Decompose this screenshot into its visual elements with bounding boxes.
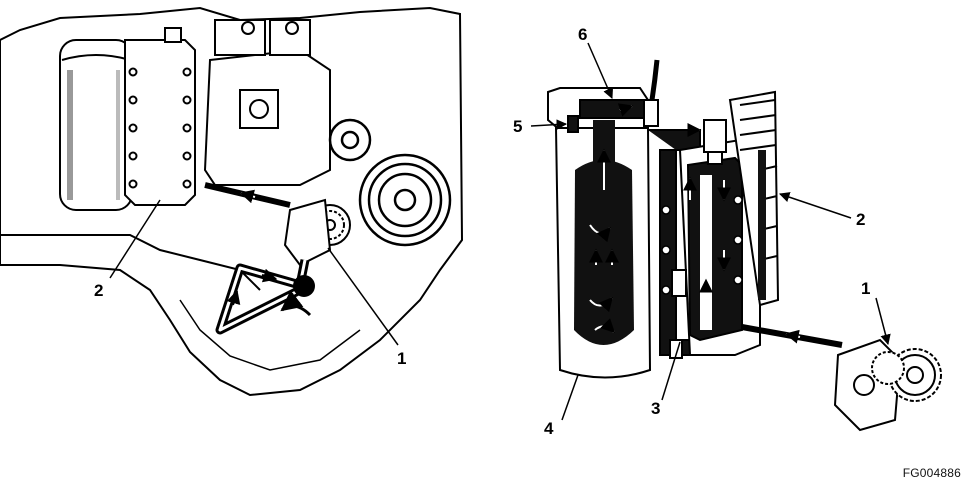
oil-filter-left xyxy=(59,39,133,211)
filter-top-fitting xyxy=(643,59,660,127)
cooler-fins xyxy=(728,90,780,307)
callout-1-right: 1 xyxy=(861,279,870,298)
oil-flow-cooler xyxy=(617,103,731,300)
oil-flow-left xyxy=(204,182,315,335)
filter-canister-right xyxy=(554,120,652,379)
oil-flow-to-pump xyxy=(741,324,843,348)
callout-5: 5 xyxy=(513,117,522,136)
callout-2-left: 2 xyxy=(94,281,103,300)
oil-pump-gear-left xyxy=(283,198,351,267)
oil-pump-right xyxy=(833,338,942,432)
callout-3: 3 xyxy=(651,399,660,418)
filter-cooler-right-view: 6 5 2 1 4 3 xyxy=(513,25,942,438)
pump-housing xyxy=(203,19,331,186)
callout-6: 6 xyxy=(578,25,587,44)
crank-pulley xyxy=(328,118,452,247)
figure-id: FG004886 xyxy=(902,466,961,480)
bypass-valve xyxy=(567,115,579,133)
callout-1-left: 1 xyxy=(397,349,406,368)
callout-4: 4 xyxy=(544,419,554,438)
leader-lines-right xyxy=(530,42,891,421)
oil-cooler-right xyxy=(661,119,761,359)
oil-cooler-cover-left xyxy=(124,27,196,206)
leader-lines-left xyxy=(109,199,399,346)
callout-2-right: 2 xyxy=(856,210,865,229)
engine-left-view: 2 1 xyxy=(0,6,464,397)
